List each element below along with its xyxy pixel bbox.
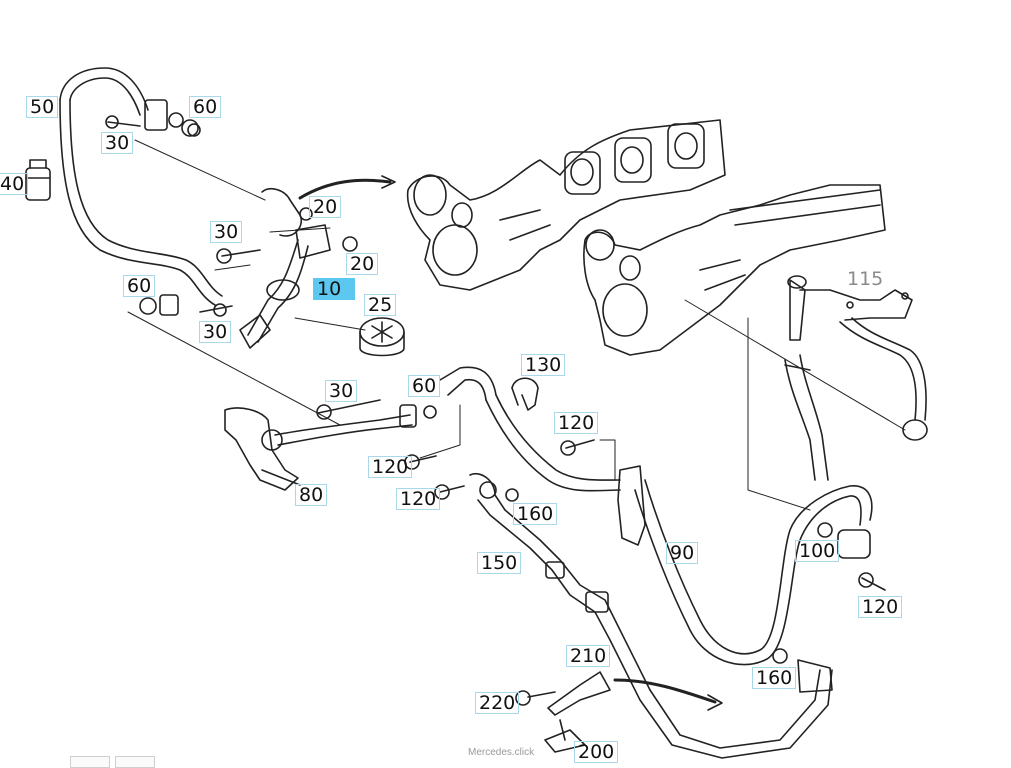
callout-30-top[interactable]: 30	[101, 132, 134, 154]
turbocharger-right	[583, 184, 886, 356]
pipe-90	[617, 465, 873, 666]
bracket-210	[515, 671, 611, 753]
callout-100[interactable]: 100	[795, 540, 840, 562]
callout-160-mid[interactable]: 160	[513, 503, 558, 525]
callout-60-top[interactable]: 60	[189, 96, 222, 118]
clamp-40	[25, 159, 51, 201]
fitting-10	[239, 188, 358, 349]
callout-50[interactable]: 50	[26, 96, 59, 118]
callout-60-mid[interactable]: 60	[408, 375, 441, 397]
callout-120-b[interactable]: 120	[368, 456, 413, 478]
pipe-main	[274, 366, 621, 492]
callout-30-mid[interactable]: 30	[210, 221, 243, 243]
callout-200[interactable]: 200	[574, 741, 619, 763]
turbocharger-left	[406, 119, 726, 291]
callout-150[interactable]: 150	[477, 552, 522, 574]
callout-60-left[interactable]: 60	[123, 275, 156, 297]
callout-10[interactable]: 10	[313, 278, 355, 300]
callout-40[interactable]: 40	[0, 173, 29, 195]
callout-120-a[interactable]: 120	[554, 412, 599, 434]
oring-60-left	[139, 294, 179, 316]
hose-115	[784, 275, 928, 481]
callout-130[interactable]: 130	[521, 354, 566, 376]
pipe-50	[59, 67, 223, 306]
leader-lines	[127, 139, 906, 511]
callout-120-d[interactable]: 120	[858, 596, 903, 618]
bolt-120-d	[858, 572, 886, 591]
arrow-to-pipe[interactable]	[613, 678, 723, 711]
callout-210[interactable]: 210	[566, 645, 611, 667]
callout-115[interactable]: 115	[847, 268, 884, 290]
valve-80	[224, 407, 301, 491]
callout-20-mid[interactable]: 20	[346, 253, 379, 275]
bolt-120-a	[560, 439, 595, 456]
arrow-to-turbo[interactable]	[298, 175, 396, 200]
callout-90[interactable]: 90	[666, 542, 699, 564]
watermark: Mercedes.click	[468, 747, 535, 758]
callout-220[interactable]: 220	[475, 692, 520, 714]
callout-30-low[interactable]: 30	[199, 321, 232, 343]
bolt-30-mid	[216, 248, 261, 264]
filter-25	[359, 317, 405, 357]
callout-20-top[interactable]: 20	[309, 196, 342, 218]
nav-button-next[interactable]	[115, 756, 155, 768]
callout-160-low[interactable]: 160	[752, 667, 797, 689]
callout-80[interactable]: 80	[295, 484, 328, 506]
bolt-120-c	[434, 484, 465, 500]
bolt-30-top	[105, 115, 141, 129]
callout-25[interactable]: 25	[364, 294, 397, 316]
clip-130	[511, 377, 539, 411]
bolt-30-low	[199, 303, 233, 317]
callout-120-c[interactable]: 120	[396, 488, 441, 510]
oring-60-top	[181, 119, 199, 137]
bolt-30-lower	[316, 399, 381, 420]
callout-30-lower[interactable]: 30	[325, 380, 358, 402]
pipe-150	[469, 473, 833, 759]
nav-button-prev[interactable]	[70, 756, 110, 768]
